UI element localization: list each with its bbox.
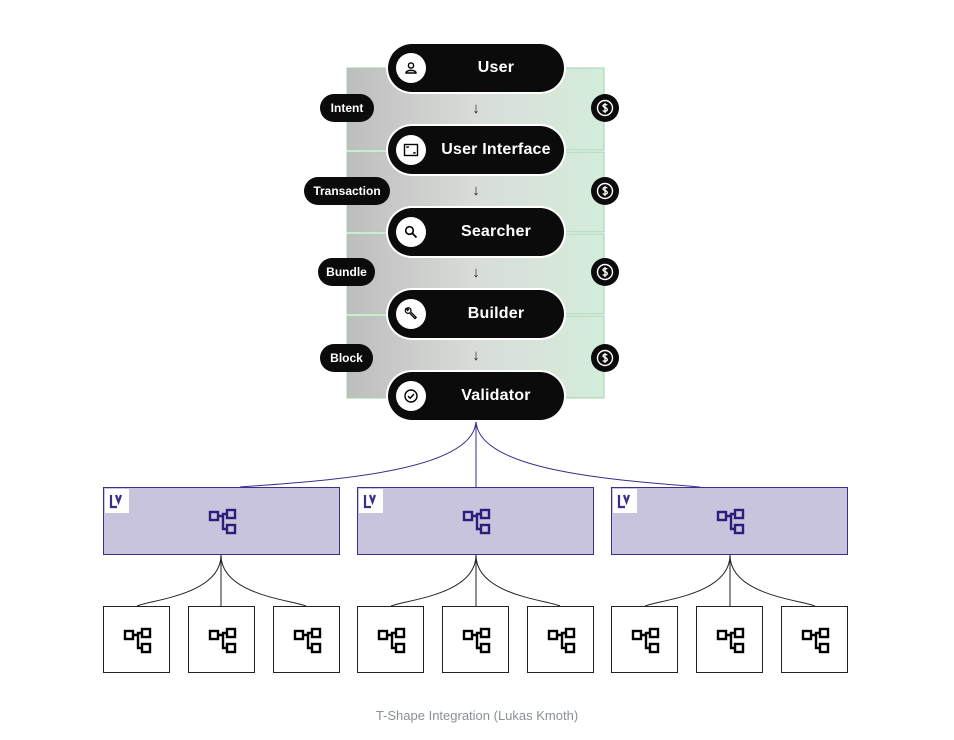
builder-pill: Builder [388, 290, 564, 338]
leaf-box [188, 606, 255, 673]
searcher-label: Searcher [460, 223, 532, 240]
search-icon [396, 217, 426, 247]
validator-label: Validator [461, 387, 531, 404]
node-graph-icon [716, 627, 745, 654]
leaf-box [273, 606, 340, 673]
hub-box-2 [357, 487, 594, 555]
block-label: Block [320, 344, 373, 372]
dollar-coin-icon [591, 94, 619, 122]
node-graph-icon [208, 627, 237, 654]
dollar-coin-icon [591, 258, 619, 286]
node-graph-icon [462, 627, 491, 654]
leaf-box [357, 606, 424, 673]
down-arrow-3: ↓ [472, 264, 480, 281]
node-graph-icon [631, 627, 660, 654]
lv-logo-icon [613, 489, 637, 513]
builder-label: Builder [467, 305, 525, 322]
searcher-pill: Searcher [388, 208, 564, 256]
leaf-box [611, 606, 678, 673]
node-graph-icon [716, 508, 745, 535]
node-graph-icon [123, 627, 152, 654]
dollar-coin-icon [591, 177, 619, 205]
window-icon [396, 135, 426, 165]
user-label: User [477, 59, 515, 76]
node-graph-icon [801, 627, 830, 654]
leaf-box [442, 606, 509, 673]
user-icon [396, 53, 426, 83]
hub-box-3 [611, 487, 848, 555]
down-arrow-1: ↓ [472, 100, 480, 117]
hub-box-1 [103, 487, 340, 555]
lv-logo-icon [105, 489, 129, 513]
node-graph-icon [462, 508, 491, 535]
hub-connectors [136, 554, 816, 607]
bundle-label: Bundle [318, 258, 375, 286]
user-pill: User [388, 44, 564, 92]
node-graph-icon [377, 627, 406, 654]
intent-label: Intent [320, 94, 374, 122]
node-graph-icon [293, 627, 322, 654]
leaf-box [696, 606, 763, 673]
check-circle-icon [396, 381, 426, 411]
transaction-label: Transaction [304, 177, 390, 205]
figure-caption: T-Shape Integration (Lukas Kmoth) [375, 708, 579, 723]
leaf-box [527, 606, 594, 673]
leaf-box [781, 606, 848, 673]
leaf-box [103, 606, 170, 673]
validator-pill: Validator [388, 372, 564, 420]
lv-logo-icon [359, 489, 383, 513]
down-arrow-4: ↓ [472, 347, 480, 364]
wrench-icon [396, 299, 426, 329]
dollar-coin-icon [591, 344, 619, 372]
down-arrow-2: ↓ [472, 182, 480, 199]
user-interface-label: User Interface [441, 141, 551, 158]
node-graph-icon [547, 627, 576, 654]
validator-connectors [239, 419, 701, 488]
node-graph-icon [208, 508, 237, 535]
user-interface-pill: User Interface [388, 126, 564, 174]
